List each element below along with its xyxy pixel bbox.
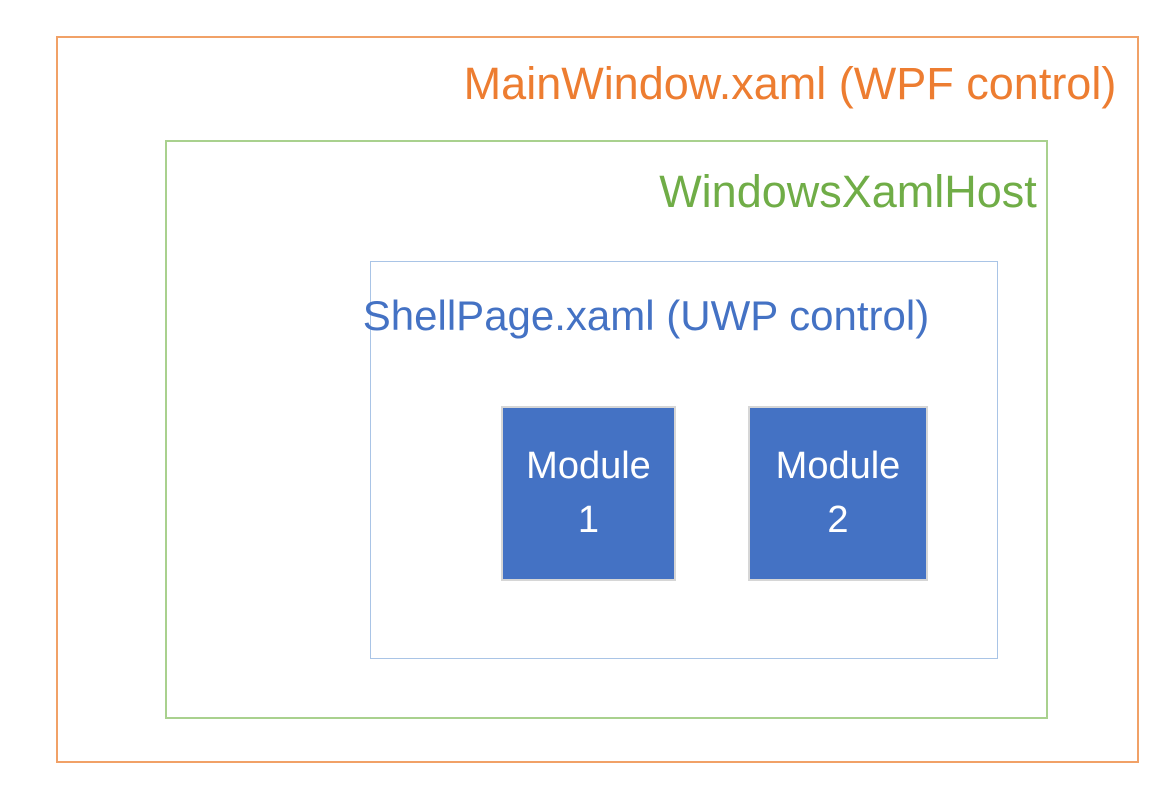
module-1-label-line2: 1 [577,498,600,541]
module-2-label-line2: 2 [827,498,849,541]
shellpage-label: ShellPage.xaml (UWP control) [362,292,930,339]
windowsxamlhost-label: WindowsXamlHost [659,166,1037,217]
module-2-box: Module 2 [748,406,928,581]
mainwindow-label: MainWindow.xaml (WPF control) [463,58,1117,109]
shellpage-uwp-box [370,261,998,659]
mainwindow-wpf-box [56,36,1139,763]
windowsxamlhost-box [165,140,1048,719]
module-1-label-line1: Module [526,444,651,487]
module-2-label-line1: Module [775,444,901,487]
module-1-box: Module 1 [501,406,676,581]
